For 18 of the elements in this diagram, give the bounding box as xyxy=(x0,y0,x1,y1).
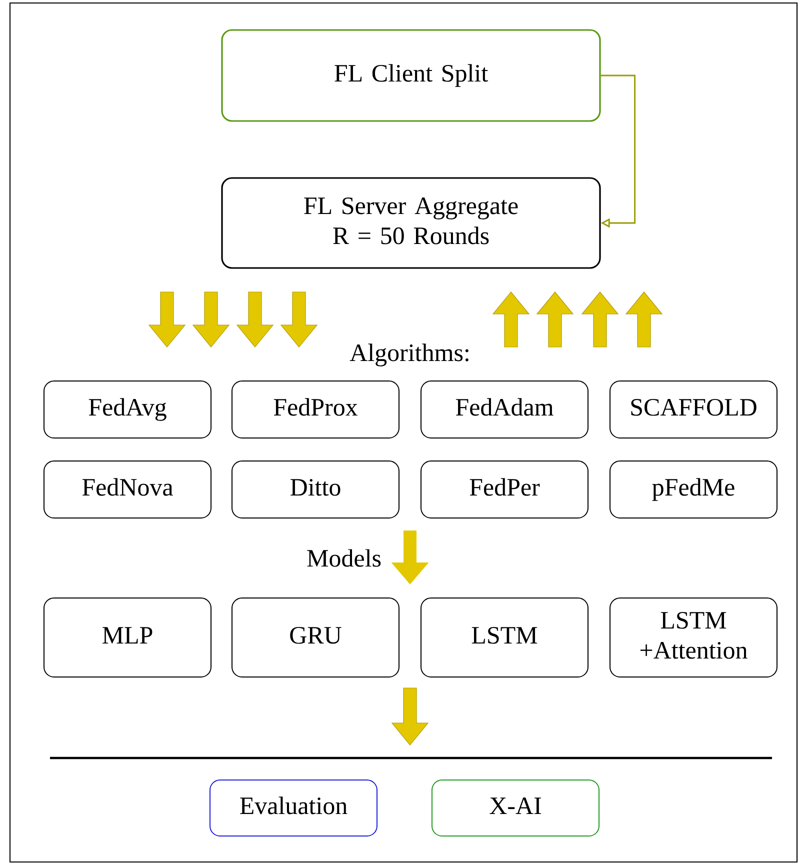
rounded-box: X-AI xyxy=(432,780,600,836)
rounded-box: GRU xyxy=(232,598,400,678)
rounded-box: Ditto xyxy=(232,460,400,518)
rounded-box: FedProx xyxy=(232,380,400,438)
rounded-box: LSTM +Attention xyxy=(610,598,778,678)
rounded-box: SCAFFOLD xyxy=(610,380,778,438)
rounded-box: FedPer xyxy=(420,460,588,518)
rounded-box: Evaluation xyxy=(210,780,378,836)
section-label: Models xyxy=(307,549,381,567)
rounded-box: pFedMe xyxy=(610,460,778,518)
rounded-box: FL Server Aggregate R = 50 Rounds xyxy=(221,177,601,269)
rounded-box: FedAvg xyxy=(44,380,212,438)
rounded-box: FedAdam xyxy=(420,380,588,438)
rounded-box: FedNova xyxy=(44,460,212,518)
rounded-box: MLP xyxy=(44,598,212,678)
rounded-box: FL Client Split xyxy=(221,29,601,122)
section-label: Algorithms: xyxy=(350,344,468,366)
rounded-box: LSTM xyxy=(420,598,588,678)
